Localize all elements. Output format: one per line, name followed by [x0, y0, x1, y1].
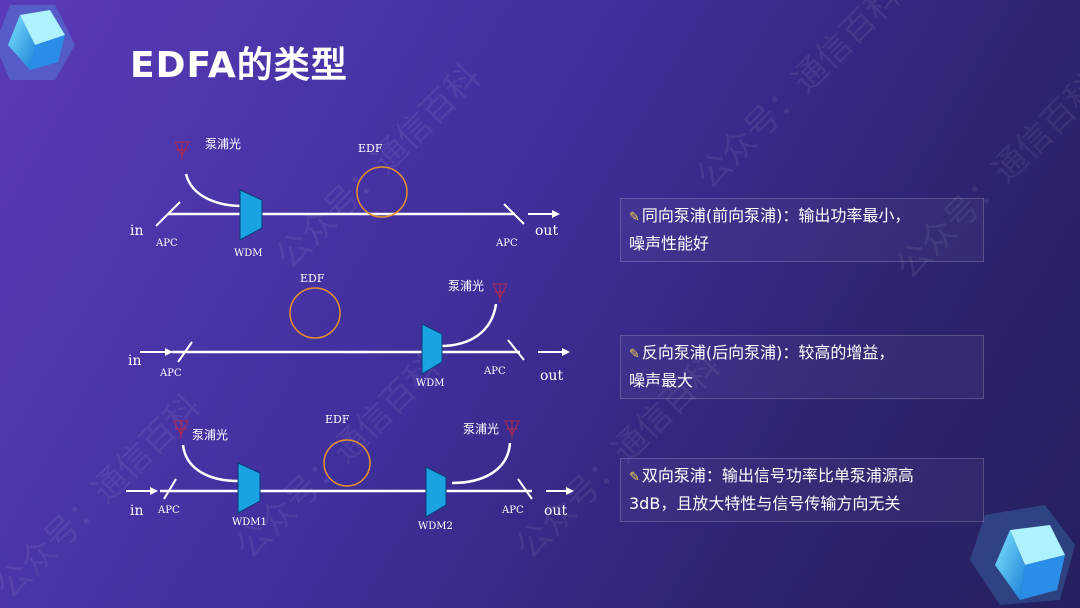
apc-label: APC: [155, 238, 178, 249]
apc-label: APC: [501, 505, 524, 516]
wdm-coupler: [425, 466, 447, 518]
pump-fiber: [439, 303, 498, 348]
input-arrow-head: [165, 348, 173, 356]
description-line: 同向泵浦(前向泵浦)：输出功率最小，: [641, 206, 911, 225]
cube-icon-top-left: [0, 5, 75, 80]
note-tag-icon: ✎: [629, 470, 640, 485]
description-backward-pumping: ✎反向泵浦(后向泵浦)：较高的增益， 噪声最大: [620, 335, 984, 399]
wdm-coupler: [237, 462, 261, 514]
wdm-label: WDM: [416, 378, 445, 389]
pump-label: 泵浦光: [463, 422, 499, 436]
input-label: in: [130, 503, 144, 519]
diagram-backward-pumping: EDF 泵浦光 in out APC APC WDM: [128, 272, 570, 389]
description-forward-pumping: ✎同向泵浦(前向泵浦)：输出功率最小， 噪声性能好: [620, 198, 984, 262]
input-label: in: [128, 353, 142, 369]
diagram-forward-pumping: 泵浦光 EDF in out APC APC WDM: [130, 137, 560, 259]
diagram-bidirectional-pumping: 泵浦光 EDF 泵浦光 in out APC APC WDM1 WDM2: [126, 413, 574, 532]
pump-symbol-icon: [504, 420, 520, 439]
note-tag-icon: ✎: [629, 347, 640, 362]
apc-label: APC: [159, 368, 182, 379]
pump-fiber: [451, 442, 512, 485]
wdm-label: WDM: [234, 248, 263, 259]
description-bidirectional-pumping: ✎双向泵浦：输出信号功率比单泵浦源高 3dB，且放大特性与信号传输方向无关: [620, 458, 984, 522]
cube-icon-bottom-right: [970, 505, 1075, 605]
pump-label: 泵浦光: [205, 137, 241, 151]
pump-label: 泵浦光: [192, 428, 228, 442]
description-line: 3dB，且放大特性与信号传输方向无关: [629, 494, 901, 513]
description-line: 反向泵浦(后向泵浦)：较高的增益，: [641, 343, 895, 362]
output-arrow-head: [566, 487, 574, 495]
description-line: 噪声最大: [629, 371, 694, 390]
edf-label: EDF: [325, 413, 350, 426]
edf-label: EDF: [300, 272, 325, 285]
output-label: out: [535, 223, 558, 239]
apc-label: APC: [483, 366, 506, 377]
note-tag-icon: ✎: [629, 210, 640, 225]
output-label: out: [540, 368, 563, 384]
pump-symbol-icon: [173, 420, 189, 439]
pump-symbol-icon: [174, 141, 190, 160]
edf-coil: [323, 439, 371, 487]
watermark: 公众号：通信百科: [688, 0, 909, 198]
output-arrow-head: [562, 348, 570, 356]
output-arrow-head: [552, 210, 560, 218]
apc-connector: [517, 478, 533, 500]
apc-connector: [503, 203, 525, 225]
apc-connector: [177, 341, 193, 363]
pump-label: 泵浦光: [448, 279, 484, 293]
output-label: out: [544, 503, 567, 519]
wdm-label: WDM1: [232, 517, 267, 528]
pump-fiber: [181, 444, 239, 483]
edf-coil: [356, 166, 408, 218]
apc-label: APC: [157, 505, 180, 516]
description-line: 双向泵浦：输出信号功率比单泵浦源高: [641, 466, 914, 485]
wdm-coupler: [239, 189, 263, 241]
edf-coil: [289, 287, 341, 339]
apc-connector: [163, 478, 177, 500]
edf-label: EDF: [358, 142, 383, 155]
apc-label: APC: [495, 238, 518, 249]
page-title: EDFA的类型: [130, 45, 348, 86]
pump-fiber: [184, 173, 243, 208]
input-arrow-head: [150, 487, 158, 495]
wdm-label: WDM2: [418, 521, 453, 532]
apc-connector: [155, 201, 181, 227]
input-label: in: [130, 223, 144, 239]
description-line: 噪声性能好: [629, 234, 710, 253]
pump-symbol-icon: [492, 283, 508, 302]
wdm-coupler: [421, 323, 443, 375]
apc-connector: [507, 339, 525, 361]
